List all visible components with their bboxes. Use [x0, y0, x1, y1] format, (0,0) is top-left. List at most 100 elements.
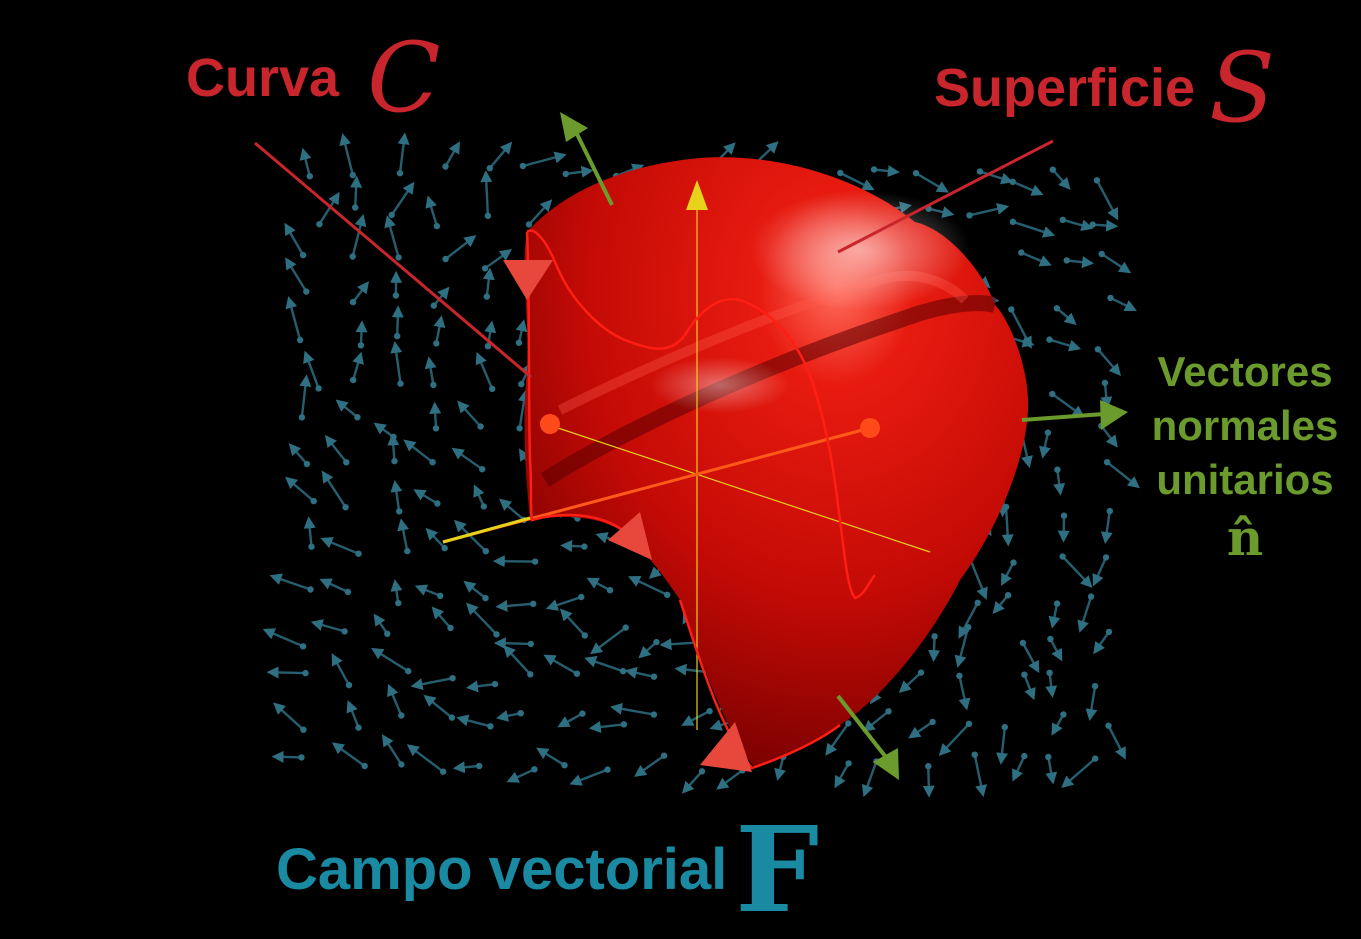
- field-arrow-base: [308, 544, 314, 550]
- field-arrow: [1052, 394, 1079, 414]
- field-arrow: [1015, 756, 1024, 776]
- field-arrow-base: [485, 213, 491, 219]
- field-arrow-base: [516, 340, 522, 346]
- curve-label-text: Curva: [186, 48, 339, 108]
- field-arrow: [1024, 675, 1032, 695]
- axis-x-point: [540, 414, 560, 434]
- field-arrow-base: [434, 500, 440, 506]
- field-arrow-base: [1059, 553, 1065, 559]
- field-arrow-base: [398, 712, 404, 718]
- field-arrow-base: [396, 508, 402, 514]
- field-arrow-base: [307, 173, 313, 179]
- field-arrow-base: [526, 221, 532, 227]
- field-arrow-base: [1104, 459, 1110, 465]
- field-arrow: [1102, 254, 1126, 270]
- field-arrow: [307, 356, 319, 388]
- field-arrow: [1097, 180, 1116, 215]
- field-arrow: [490, 146, 509, 168]
- field-arrow: [428, 699, 452, 718]
- field-arrow-base: [442, 256, 448, 262]
- field-arrow: [1048, 757, 1052, 779]
- field-arrow-base: [1088, 593, 1094, 599]
- field-arrow: [1013, 182, 1038, 193]
- surface-s: [524, 157, 1028, 768]
- field-label-text: Campo vectorial: [276, 837, 727, 902]
- field-arrow-base: [661, 753, 667, 759]
- field-arrow-base: [342, 504, 348, 510]
- field-arrow-base: [429, 459, 435, 465]
- field-arrow-base: [484, 293, 490, 299]
- field-arrow-base: [1002, 724, 1008, 730]
- field-arrow: [1096, 557, 1107, 581]
- field-arrow: [302, 380, 306, 417]
- field-arrow-base: [442, 545, 448, 551]
- field-arrow: [329, 440, 347, 463]
- field-arrow-base: [972, 752, 978, 758]
- field-arrow-base: [397, 380, 403, 386]
- field-arrow: [355, 182, 356, 208]
- field-arrow: [479, 358, 492, 389]
- field-arrow-base: [433, 425, 439, 431]
- field-arrow: [419, 492, 438, 503]
- field-arrow: [392, 187, 411, 215]
- normal-vector-right: [1022, 414, 1104, 420]
- field-arrow-base: [391, 458, 397, 464]
- field-arrow: [1098, 349, 1117, 371]
- field-arrow: [507, 650, 530, 675]
- field-arrow: [461, 405, 480, 426]
- field-arrow: [903, 673, 921, 689]
- field-arrow: [1013, 222, 1050, 234]
- field-arrow-base: [581, 543, 587, 549]
- field-arrow-base: [1021, 753, 1027, 759]
- field-arrow-base: [434, 223, 440, 229]
- field-arrow: [563, 714, 583, 725]
- field-arrow-base: [607, 587, 613, 593]
- field-arrow-base: [1102, 380, 1108, 386]
- field-arrow-base: [390, 434, 396, 440]
- field-arrow-base: [977, 168, 983, 174]
- field-arrow-base: [492, 681, 498, 687]
- field-arrow-base: [345, 589, 351, 595]
- field-arrow-base: [404, 548, 410, 554]
- field-arrow: [326, 540, 359, 553]
- field-arrow-base: [1005, 592, 1011, 598]
- field-arrow-base: [561, 762, 567, 768]
- field-arrow-base: [300, 252, 306, 258]
- field-arrow-base: [395, 254, 401, 260]
- field-arrow-base: [440, 769, 446, 775]
- field-arrow: [396, 486, 400, 511]
- field-arrow-base: [311, 498, 317, 504]
- field-arrow-base: [481, 503, 487, 509]
- field-arrow: [590, 660, 623, 672]
- surface-highlight-small: [650, 357, 790, 413]
- field-arrow-base: [300, 727, 306, 733]
- field-arrow-base: [299, 414, 305, 420]
- field-arrow: [721, 770, 742, 786]
- field-arrow: [457, 451, 483, 469]
- field-arrow-base: [1047, 636, 1053, 642]
- field-arrow-base: [384, 631, 390, 637]
- field-arrow: [446, 146, 458, 166]
- field-arrow-base: [706, 708, 712, 714]
- field-arrow: [959, 627, 968, 662]
- field-arrow: [575, 770, 608, 783]
- field-arrow-base: [530, 601, 536, 607]
- field-arrow: [549, 658, 577, 674]
- field-arrow-base: [398, 761, 404, 767]
- field-arrow: [1001, 727, 1004, 759]
- field-arrow: [1091, 686, 1096, 715]
- field-arrow-base: [302, 670, 308, 676]
- field-label: Campo vectorialF: [276, 800, 819, 939]
- field-arrow: [634, 579, 668, 595]
- field-arrow: [268, 631, 303, 646]
- field-arrow: [325, 581, 348, 592]
- field-arrow: [1067, 260, 1088, 262]
- field-arrow-base: [966, 212, 972, 218]
- field-arrow-base: [845, 760, 851, 766]
- field-arrow: [1050, 340, 1076, 348]
- field-arrow-base: [965, 624, 971, 630]
- field-arrow: [487, 274, 490, 297]
- field-arrow-base: [653, 639, 659, 645]
- field-arrow: [866, 761, 877, 791]
